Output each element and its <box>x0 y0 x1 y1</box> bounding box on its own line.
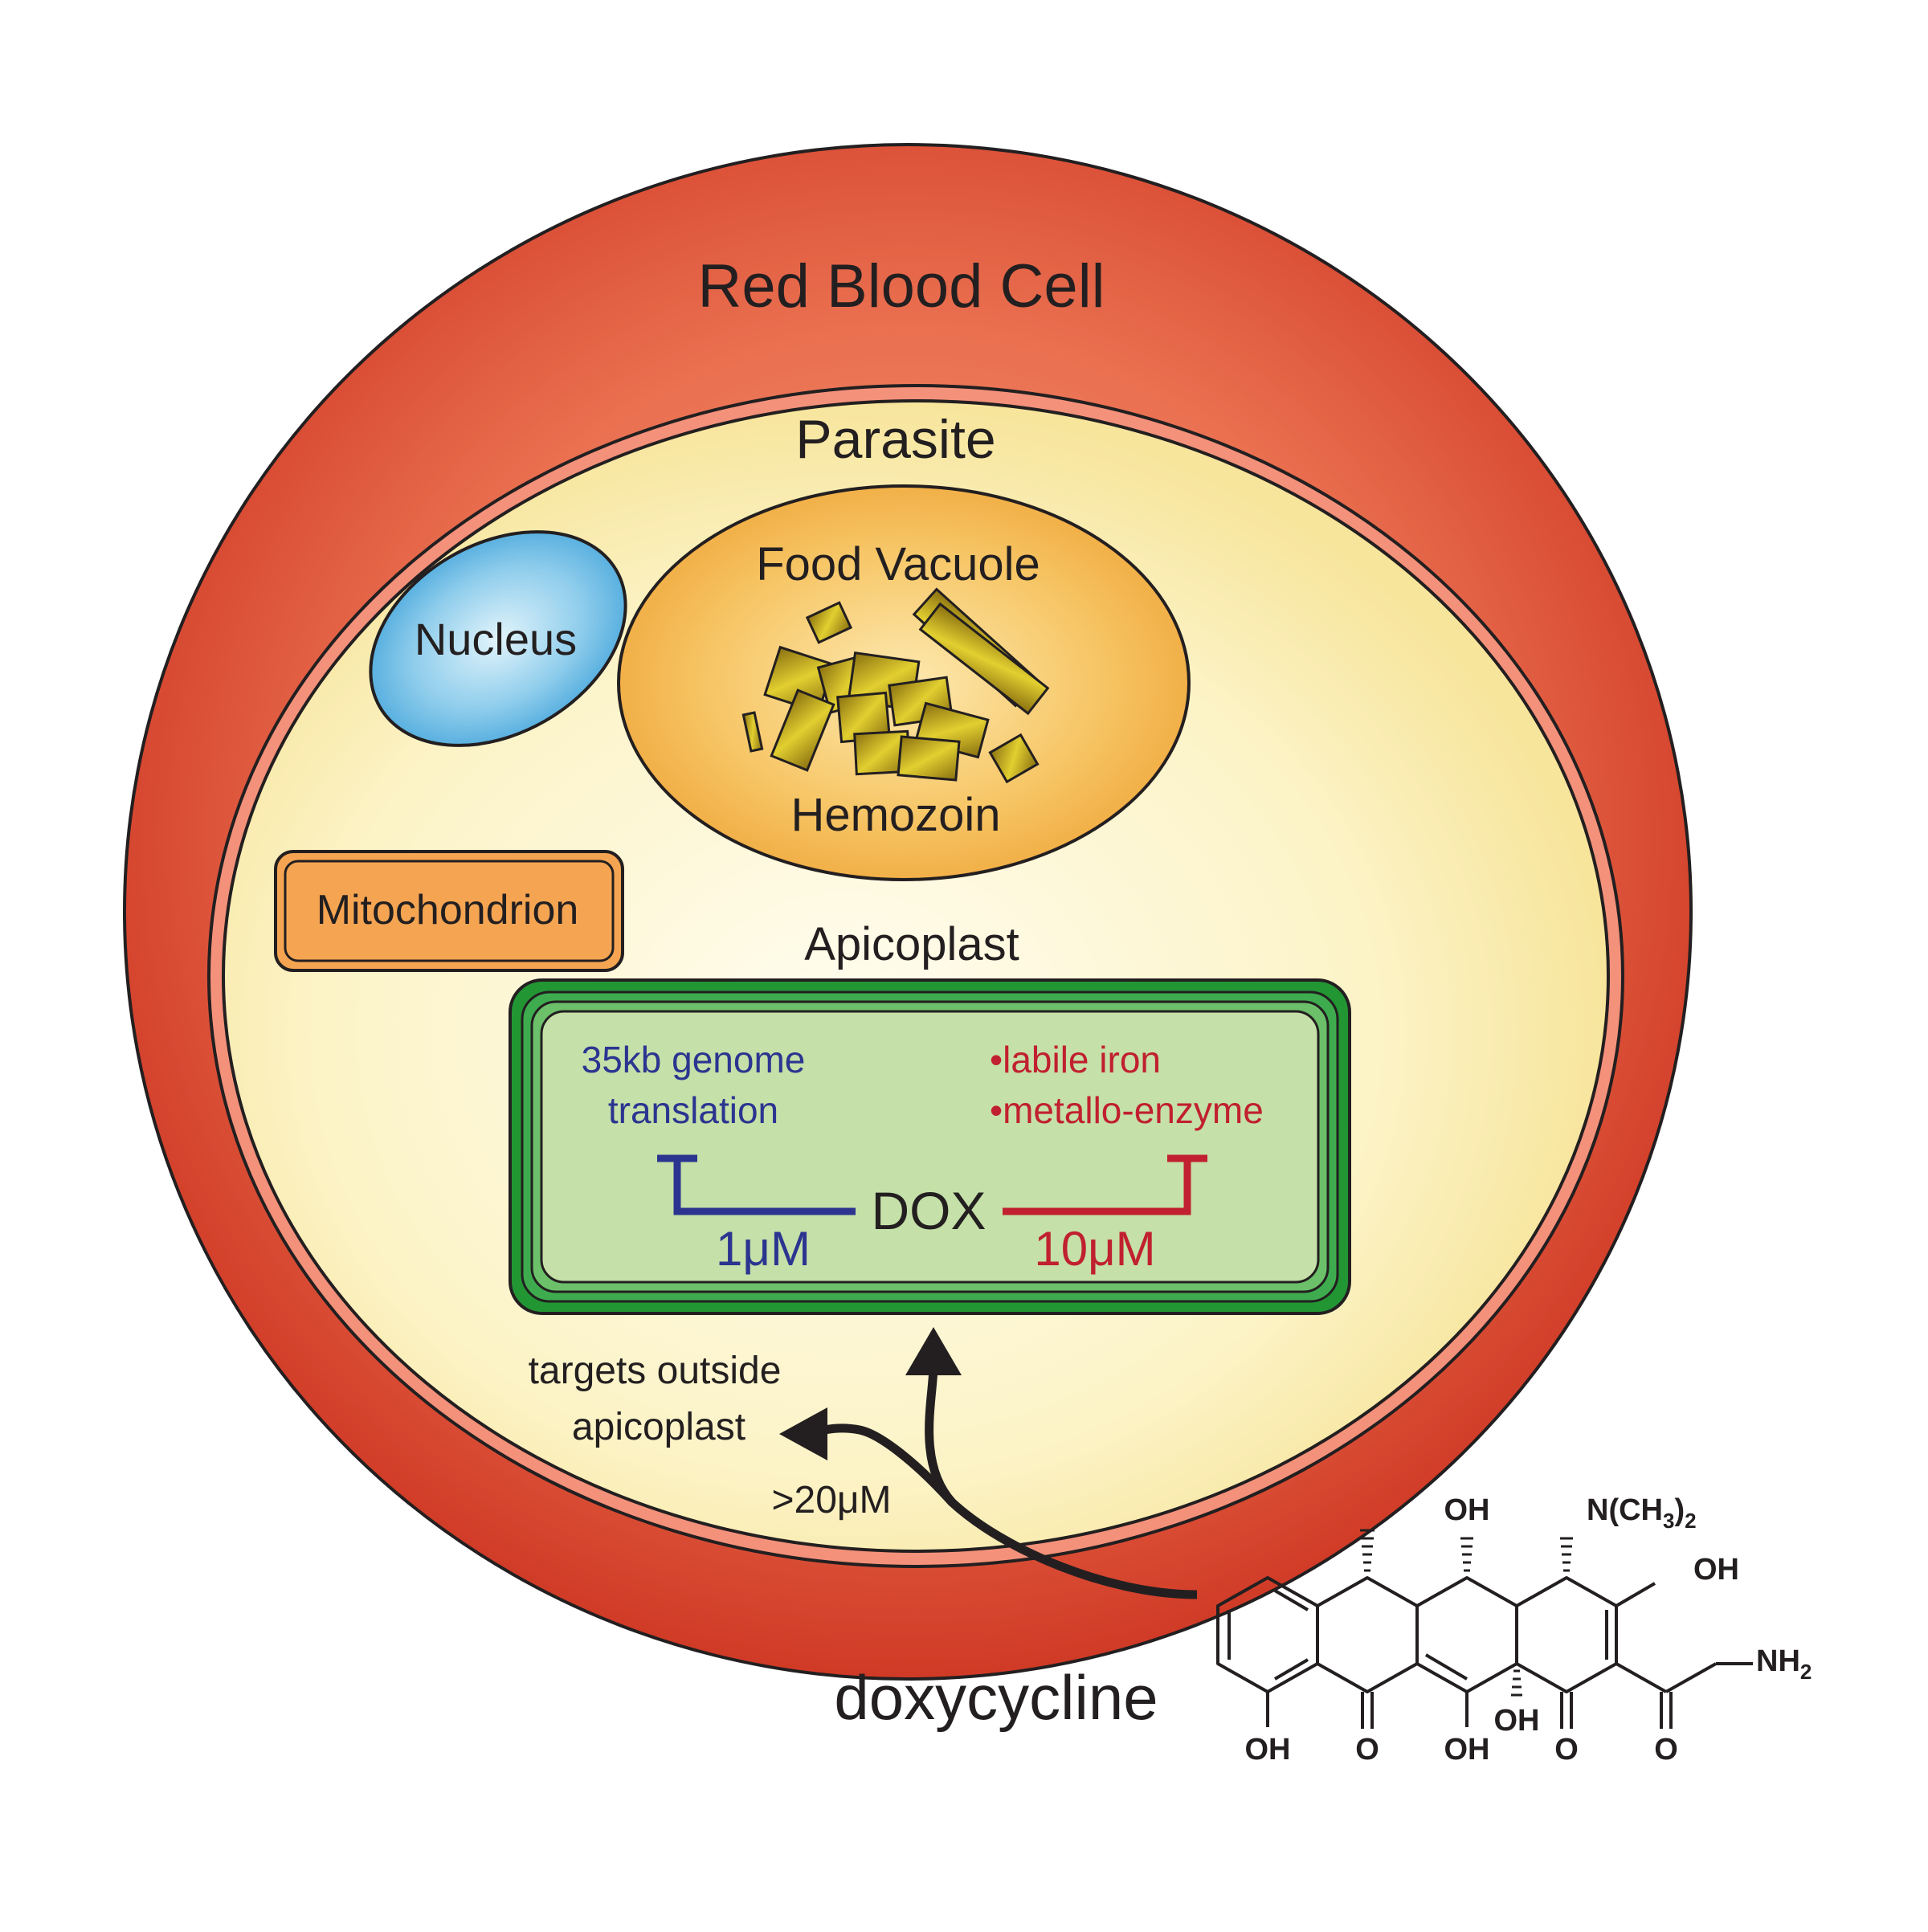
atom-nh2: NH2 <box>1756 1644 1812 1684</box>
outside-targets-label-2: apicoplast <box>572 1406 745 1448</box>
dox-label: DOX <box>871 1181 986 1240</box>
mitochondrion-label: Mitochondrion <box>317 887 579 933</box>
concentration-1um: 1μM <box>716 1222 811 1276</box>
outside-concentration-label: >20μM <box>771 1479 891 1522</box>
parasite-label: Parasite <box>795 409 995 470</box>
inhibition-10um <box>1003 1154 1207 1215</box>
nucleus-label: Nucleus <box>415 614 577 664</box>
apicoplast <box>509 978 1351 1315</box>
target-labile-iron-label: •labile iron <box>990 1039 1161 1080</box>
molecule-name: doxycycline <box>834 1662 1158 1733</box>
atom-o-amide: O <box>1654 1733 1678 1767</box>
hemozoin-crystals <box>741 587 1050 784</box>
atom-oh-ring-junction: OH <box>1494 1704 1540 1738</box>
concentration-10um: 10μM <box>1034 1222 1155 1276</box>
mitochondrion <box>274 850 624 972</box>
target-genome-label: 35kb genome <box>582 1039 806 1080</box>
outside-targets-label-1: targets outside <box>529 1350 782 1392</box>
target-translation-label: translation <box>608 1089 778 1131</box>
apicoplast-label: Apicoplast <box>804 918 1019 970</box>
target-metallo-enzyme-label: •metallo-enzyme <box>990 1089 1264 1131</box>
atom-o-ring-b: O <box>1355 1733 1379 1767</box>
atom-oh-right: OH <box>1693 1553 1739 1587</box>
food-vacuole-label: Food Vacuole <box>756 538 1040 590</box>
atom-nme2: N(CH3)2 <box>1587 1493 1697 1533</box>
atom-oh-ring-a: OH <box>1245 1733 1291 1767</box>
atom-oh-top: OH <box>1444 1493 1490 1527</box>
atom-o-ring-d: O <box>1554 1733 1579 1767</box>
drug-entry-arrows <box>779 1327 1198 1599</box>
nucleus <box>369 530 627 747</box>
hemozoin-label: Hemozoin <box>790 789 1000 841</box>
doxycycline-structure: OH N(CH3)2 OH NH2 OH O OH OH O O <box>1216 1493 1812 1767</box>
atom-oh-ring-c: OH <box>1444 1733 1490 1767</box>
rbc-label: Red Blood Cell <box>698 252 1105 321</box>
inhibition-1um <box>657 1154 856 1215</box>
